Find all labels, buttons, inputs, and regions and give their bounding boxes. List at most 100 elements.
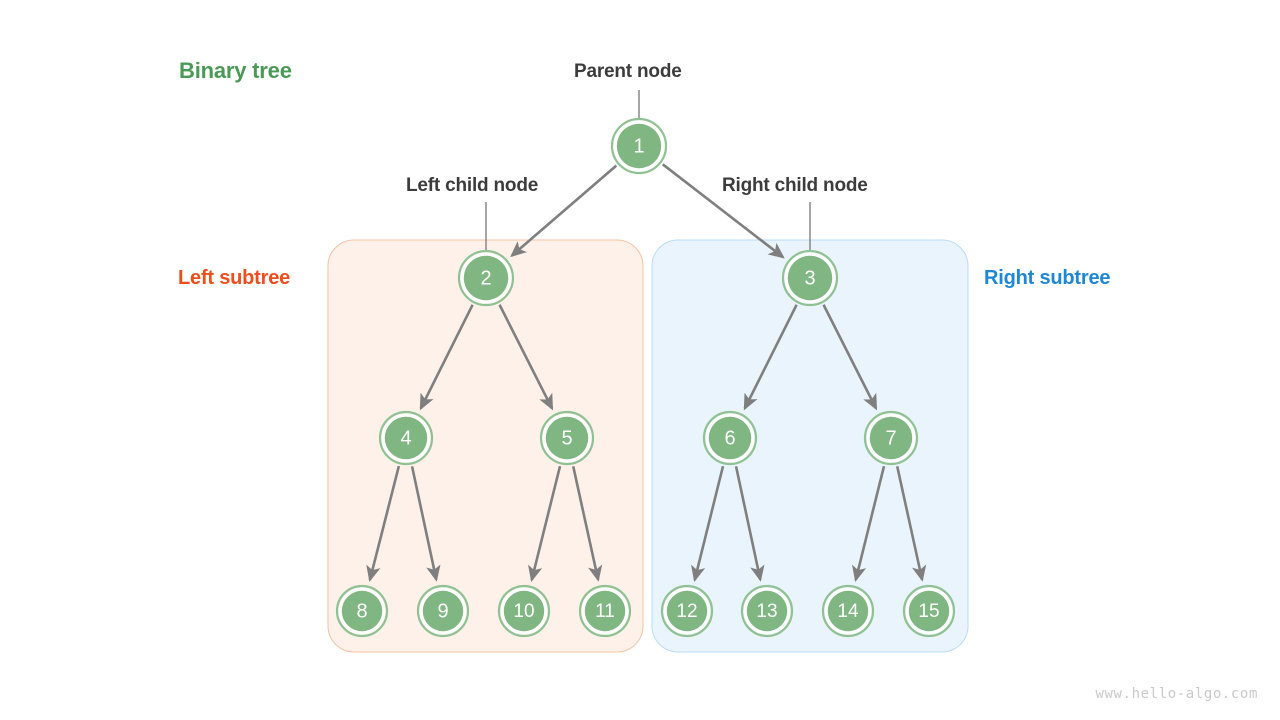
node-value-label: 14 <box>837 601 859 622</box>
node-outer-ring <box>702 410 758 466</box>
node-disc <box>827 590 869 632</box>
node-inner-ring <box>500 587 548 635</box>
annotation-left-child-node: Left child node <box>406 175 539 196</box>
node-value-label: 7 <box>885 428 896 450</box>
annotation-right-subtree: Right subtree <box>984 267 1111 289</box>
node-disc <box>616 123 662 169</box>
tree-edge-n1-to-n2 <box>510 164 618 258</box>
node-disc <box>787 255 833 301</box>
tree-node-14[interactable]: 14 <box>821 584 875 638</box>
node-outer-ring <box>416 584 470 638</box>
node-outer-ring <box>497 584 551 638</box>
tree-node-10[interactable]: 10 <box>497 584 551 638</box>
node-outer-ring <box>821 584 875 638</box>
page-title: Binary tree <box>179 58 292 83</box>
node-inner-ring <box>905 587 953 635</box>
tree-edge-n5-to-n11 <box>571 466 603 582</box>
node-value-label: 1 <box>633 136 644 158</box>
node-value-label: 6 <box>724 428 735 450</box>
node-outer-ring <box>902 584 956 638</box>
tree-edge-n4-to-n9 <box>410 466 441 582</box>
node-value-label: 3 <box>804 268 815 290</box>
node-outer-ring <box>457 249 515 307</box>
node-disc <box>746 590 788 632</box>
tree-edge-n1-to-n3 <box>661 163 785 259</box>
node-inner-ring <box>784 252 836 304</box>
node-inner-ring <box>663 587 711 635</box>
annotation-left-subtree: Left subtree <box>178 267 291 289</box>
node-inner-ring <box>743 587 791 635</box>
tree-edges <box>366 163 927 583</box>
node-inner-ring <box>460 252 512 304</box>
tree-edge-n6-to-n12 <box>691 465 725 582</box>
node-inner-ring <box>338 587 386 635</box>
node-value-label: 9 <box>437 601 448 623</box>
tree-node-15[interactable]: 15 <box>902 584 956 638</box>
node-disc <box>503 590 545 632</box>
annotation-right-child-node: Right child node <box>722 175 868 196</box>
node-inner-ring <box>581 587 629 635</box>
tree-edge-n5-to-n10 <box>528 465 562 582</box>
node-disc <box>666 590 708 632</box>
node-value-label: 5 <box>561 428 572 450</box>
node-value-label: 13 <box>756 601 777 622</box>
tree-edge-n2-to-n5 <box>498 304 554 411</box>
tree-edge-n7-to-n14 <box>852 465 886 582</box>
node-outer-ring <box>781 249 839 307</box>
node-value-label: 15 <box>918 601 939 622</box>
node-outer-ring <box>378 410 434 466</box>
tree-node-11[interactable]: 11 <box>578 584 632 638</box>
node-value-label: 12 <box>676 601 697 622</box>
node-inner-ring <box>542 413 592 463</box>
tree-node-5[interactable]: 5 <box>539 410 595 466</box>
tree-edge-n6-to-n13 <box>734 466 765 582</box>
node-outer-ring <box>335 584 389 638</box>
tree-node-4[interactable]: 4 <box>378 410 434 466</box>
node-outer-ring <box>610 117 668 175</box>
subtree-boxes <box>327 239 969 653</box>
node-disc <box>545 416 589 460</box>
tree-node-1[interactable]: 1 <box>610 117 668 175</box>
node-outer-ring <box>660 584 714 638</box>
tree-edge-n7-to-n15 <box>895 466 927 582</box>
node-outer-ring <box>539 410 595 466</box>
node-value-label: 2 <box>480 268 491 290</box>
node-value-label: 4 <box>400 428 411 450</box>
node-outer-ring <box>863 410 919 466</box>
node-disc <box>869 416 913 460</box>
watermark: www.hello-algo.com <box>1095 686 1258 702</box>
annotation-pointers <box>485 90 811 250</box>
tree-node-9[interactable]: 9 <box>416 584 470 638</box>
node-disc <box>341 590 383 632</box>
tree-node-6[interactable]: 6 <box>702 410 758 466</box>
node-disc <box>384 416 428 460</box>
node-outer-ring <box>578 584 632 638</box>
node-inner-ring <box>705 413 755 463</box>
node-disc <box>463 255 509 301</box>
node-value-label: 11 <box>595 601 615 622</box>
node-inner-ring <box>824 587 872 635</box>
node-disc <box>584 590 626 632</box>
tree-node-12[interactable]: 12 <box>660 584 714 638</box>
tree-node-8[interactable]: 8 <box>335 584 389 638</box>
node-inner-ring <box>419 587 467 635</box>
node-disc <box>422 590 464 632</box>
tree-node-2[interactable]: 2 <box>457 249 515 307</box>
node-disc <box>908 590 950 632</box>
node-disc <box>708 416 752 460</box>
annotation-parent-node: Parent node <box>574 61 682 82</box>
tree-edge-n2-to-n4 <box>419 304 474 411</box>
node-inner-ring <box>613 120 665 172</box>
tree-node-3[interactable]: 3 <box>781 249 839 307</box>
tree-edge-n3-to-n7 <box>822 304 878 411</box>
tree-edge-n4-to-n8 <box>366 465 401 583</box>
node-outer-ring <box>740 584 794 638</box>
node-inner-ring <box>381 413 431 463</box>
node-value-label: 10 <box>513 601 534 622</box>
tree-node-13[interactable]: 13 <box>740 584 794 638</box>
node-value-label: 8 <box>356 601 367 623</box>
tree-node-7[interactable]: 7 <box>863 410 919 466</box>
